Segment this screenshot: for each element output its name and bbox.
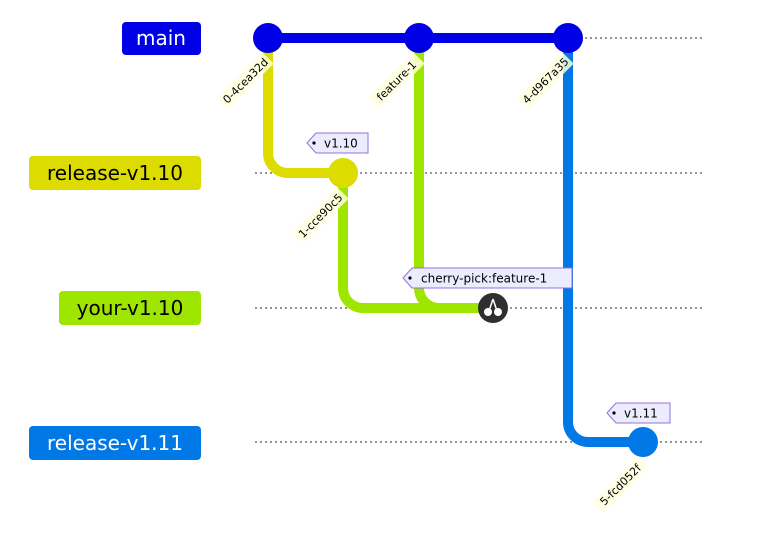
tags: v1.10 cherry-pick:feature-1 v1.11	[306, 132, 671, 424]
tag-v1-10: v1.10	[306, 132, 369, 154]
commits	[253, 23, 658, 457]
tag-cherry-pick-text: cherry-pick:feature-1	[421, 272, 547, 286]
branch-path-release-v1-10	[263, 38, 343, 178]
tag-v1-10-hole	[312, 141, 316, 145]
branch-label-release-v1-11[interactable]: release-v1.11	[29, 426, 201, 460]
cherry-fruit-right	[494, 308, 502, 316]
branch-path-your-v1-10	[338, 173, 493, 313]
tag-v1-10-shape	[306, 132, 369, 154]
cherry-pick-bg	[478, 293, 508, 323]
tag-v1-11-hole	[612, 411, 616, 415]
branch-labels: main release-v1.10 your-v1.10 release-v1…	[29, 22, 201, 460]
branch-label-your-v1-10-text: your-v1.10	[77, 296, 184, 320]
commit-dot-0-4cea32d[interactable]	[253, 23, 283, 53]
commit-dot-cherry-pick[interactable]	[478, 293, 508, 323]
branch-label-main-text: main	[136, 26, 186, 50]
commit-dot-4-d967a35[interactable]	[553, 23, 583, 53]
branch-label-your-v1-10-bg	[59, 291, 201, 325]
branch-label-release-v1-10-bg	[29, 156, 201, 190]
branch-label-your-v1-10[interactable]: your-v1.10	[59, 291, 201, 325]
tag-cherry-pick-shape	[402, 267, 573, 289]
branch-label-release-v1-11-bg	[29, 426, 201, 460]
tag-cherry-pick-hole	[408, 276, 412, 280]
cherry-icon	[484, 298, 502, 316]
commit-dot-5-fcd052f[interactable]	[628, 427, 658, 457]
commit-label-5-fcd052f-text: 5-fcd052f	[597, 461, 644, 508]
branch-label-release-v1-10-text: release-v1.10	[47, 161, 183, 185]
tag-v1-11-text: v1.11	[624, 407, 658, 421]
branch-path-feature-merge	[414, 38, 493, 313]
branch-paths	[263, 33, 643, 447]
tag-cherry-pick: cherry-pick:feature-1	[402, 267, 573, 289]
commit-label-feature-1-text: feature-1	[374, 58, 419, 103]
commit-dot-feature-1[interactable]	[404, 23, 434, 53]
commit-label-5-fcd052f: 5-fcd052f	[592, 456, 649, 513]
branch-label-release-v1-11-text: release-v1.11	[47, 431, 183, 455]
commit-label-feature-1-bg	[368, 52, 425, 109]
branch-label-release-v1-10[interactable]: release-v1.10	[29, 156, 201, 190]
lane-lines	[255, 37, 703, 443]
branch-path-release-v1-11	[563, 38, 643, 447]
branch-label-main[interactable]: main	[122, 22, 201, 55]
commit-label-1-cce90c5-bg	[292, 187, 349, 244]
commit-dot-1-cce90c5[interactable]	[328, 158, 358, 188]
tag-v1-10-text: v1.10	[324, 137, 358, 151]
branch-label-main-bg	[122, 22, 201, 55]
commit-label-5-fcd052f-bg	[592, 456, 649, 513]
commit-label-0-4cea32d-bg	[217, 52, 274, 109]
cherry-fruit-left	[484, 308, 492, 316]
tag-v1-11: v1.11	[606, 402, 671, 424]
commit-label-4-d967a35-bg	[517, 52, 574, 109]
tag-v1-11-shape	[606, 402, 671, 424]
